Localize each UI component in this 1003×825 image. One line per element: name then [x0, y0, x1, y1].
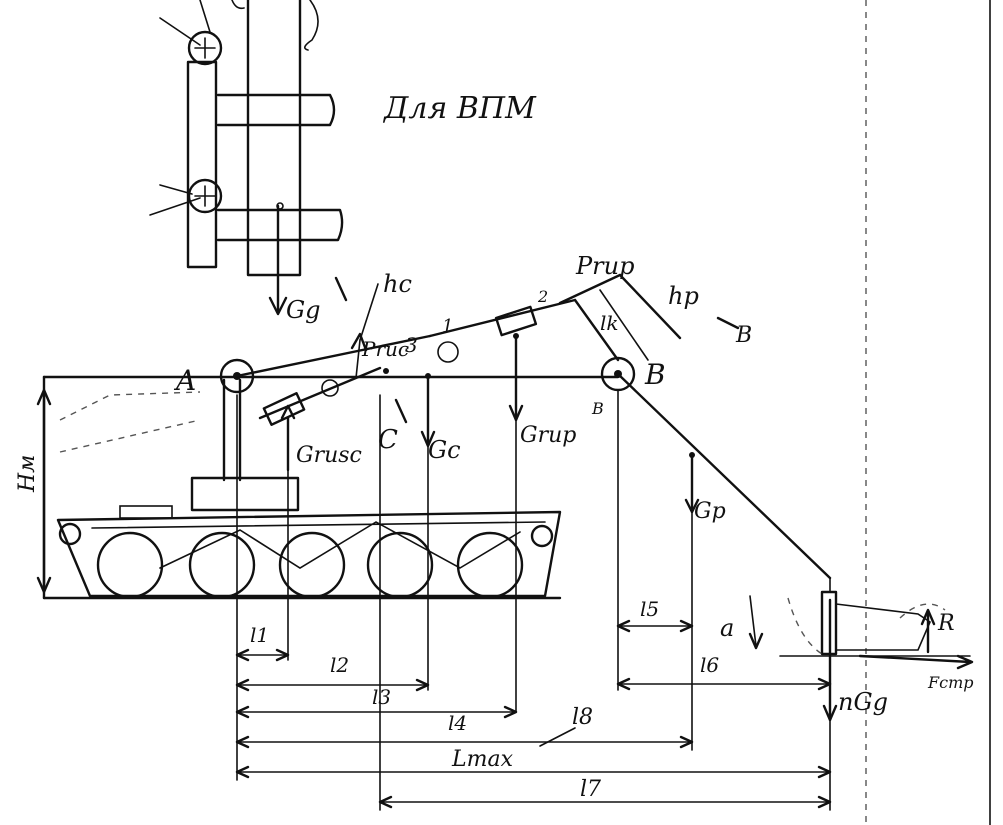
turret	[190, 476, 300, 512]
label-prup: Prup	[575, 252, 634, 280]
label-l1: l1	[250, 623, 269, 647]
cylinder-1	[494, 305, 538, 337]
label-a: A	[173, 364, 196, 397]
label-c: C	[378, 425, 398, 455]
label-tb2: B	[591, 399, 604, 418]
label-l2: l2	[330, 653, 349, 677]
label-l3: l3	[372, 685, 391, 709]
label-tb: B	[735, 323, 752, 348]
label-fcomp: Fcmp	[927, 673, 973, 692]
detail-lower-joint	[187, 178, 223, 214]
boom-frame	[42, 273, 832, 600]
label-grup: Grup	[520, 423, 576, 448]
label-hm: Hм	[15, 455, 40, 493]
label-n2: 2	[537, 287, 548, 306]
pivot-a	[219, 358, 255, 394]
label-lk: lk	[600, 311, 619, 335]
label-r: R	[937, 611, 955, 636]
label-a-angle: a	[720, 614, 734, 642]
label-n1: 1	[442, 316, 453, 337]
track-outline	[56, 510, 562, 598]
label-hc: hc	[383, 270, 412, 298]
label-l7: l7	[580, 777, 601, 802]
force-arrows	[36, 334, 936, 722]
label-ngg: nGg	[838, 688, 888, 716]
label-l4: l4	[448, 711, 467, 735]
label-l8: l8	[572, 705, 593, 730]
label-lmax: Lmax	[451, 747, 514, 772]
title-text: Для ВПМ	[382, 91, 537, 126]
detail-sketch	[149, 0, 344, 316]
label-n3: 3	[405, 333, 418, 357]
label-gg-top: Gg	[286, 296, 321, 324]
gripper-body	[820, 590, 838, 656]
label-gc: Gc	[428, 436, 461, 464]
label-gp: Gp	[694, 499, 726, 524]
label-l6: l6	[700, 653, 719, 677]
detail-upper-joint	[187, 30, 223, 66]
detail-column	[186, 60, 218, 269]
label-grusc: Grusc	[296, 443, 362, 468]
arm-line	[616, 372, 832, 580]
tracked-base	[56, 391, 562, 599]
label-b: B	[644, 358, 666, 391]
dimension-lines	[235, 389, 832, 811]
label-l5: l5	[640, 597, 659, 621]
label-prus: Pruc	[361, 337, 409, 361]
gripper	[748, 577, 974, 670]
label-hp: hp	[668, 282, 699, 310]
